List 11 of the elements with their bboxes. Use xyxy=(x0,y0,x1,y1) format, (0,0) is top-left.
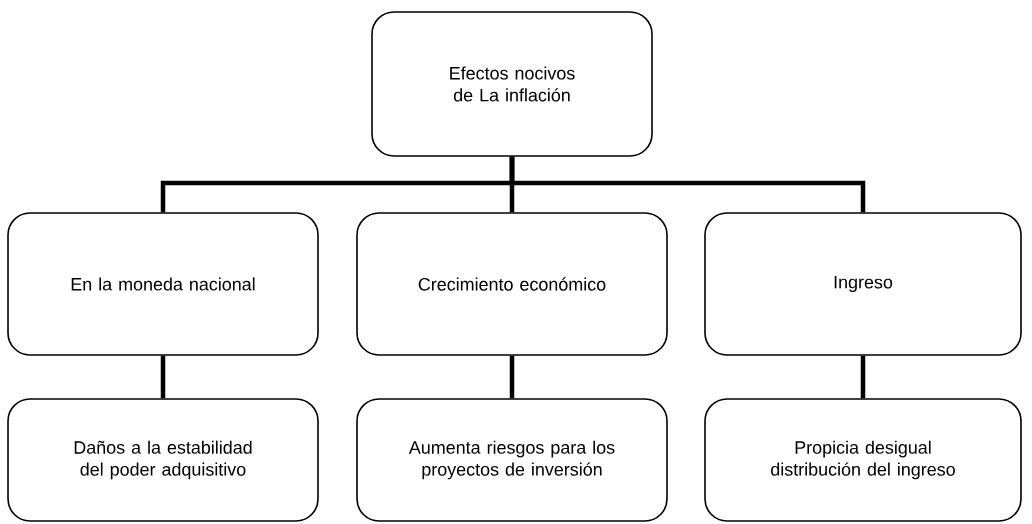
category-box: En la moneda nacional xyxy=(7,212,319,356)
connector-line xyxy=(860,355,866,399)
category-box: Aumenta riesgos para los proyectos de inversión xyxy=(356,398,668,522)
category-box: Propicia desigual distribución del ingreso xyxy=(704,398,1022,522)
category-box: Crecimiento económico xyxy=(356,212,668,356)
connector-line xyxy=(509,156,866,213)
connector-line xyxy=(160,355,166,399)
category-box: Daños a la estabilidad del poder adquisitivo xyxy=(7,398,319,522)
category-box: Ingreso xyxy=(704,212,1022,356)
category-box: Efectos nocivos de La inflación xyxy=(371,11,653,157)
connector-line xyxy=(509,355,515,399)
